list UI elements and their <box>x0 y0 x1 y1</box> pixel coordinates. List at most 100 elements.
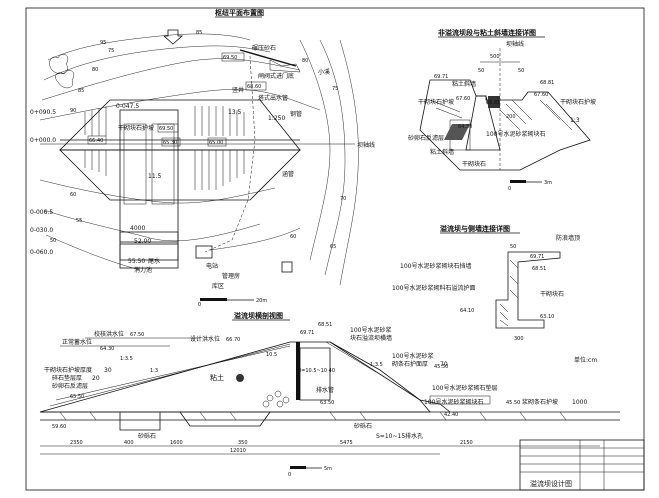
contour-label: 80 <box>92 67 98 73</box>
plan-scale-bar: 0 20m <box>198 298 267 308</box>
ratio-label: 1:3 <box>570 117 580 124</box>
ratio-label: 1:3 <box>150 368 158 374</box>
tree-icon <box>49 54 75 89</box>
contour-line <box>209 227 301 251</box>
plan-label: 管理房 <box>222 272 240 280</box>
section-label: 10.5 <box>266 352 277 358</box>
section-label: 正常蓄水位 <box>62 338 92 346</box>
spillway-left-chamber <box>123 123 147 205</box>
elevation-label: 69.50 <box>223 55 237 61</box>
plan-label: 电站 <box>206 262 218 270</box>
elevation-label: 66.81 <box>486 100 500 106</box>
elevation-label: 67.60 <box>534 92 548 98</box>
dimension-label: 500 <box>490 54 500 60</box>
section-label: S=10~15排水孔 <box>376 432 423 440</box>
apron <box>119 243 179 269</box>
detail-label: 干砌块石 <box>540 290 564 298</box>
svg-text:0: 0 <box>288 472 291 478</box>
contour-label: 60 <box>290 234 296 240</box>
dimension-label: 12010 <box>230 448 246 454</box>
detail-scale-bar: 0 3m <box>508 180 552 192</box>
contour-line <box>319 39 346 276</box>
dimension-label: 1600 <box>170 440 183 446</box>
dimension-label: 50 <box>518 68 524 74</box>
spillway-label: 干砌块石护坡 <box>118 124 154 132</box>
elevation-label: 68.60 <box>247 84 261 90</box>
contour-line <box>41 58 301 101</box>
powerhouse <box>195 245 213 259</box>
section-label: 排水管 <box>316 386 334 394</box>
access-bridge <box>239 49 297 67</box>
detail-label: 砂卵石反滤层 <box>408 134 444 142</box>
section-title: 溢流坝横剖视图 <box>234 311 283 320</box>
sheet-border <box>25 7 645 491</box>
dimension-label: 13.5 <box>228 109 242 116</box>
axis-label: 坝轴线 <box>357 141 375 149</box>
ratio-label: 1:3.5 <box>370 362 383 368</box>
detail-label: 粘土斜墙 <box>430 148 454 156</box>
culvert-pipe <box>204 55 256 253</box>
detail-spillway-sidewall: 溢流坝与侧墙连接详图 50 防浪墙顶 69.71 68.51 100号水泥砂浆砌… <box>392 224 580 342</box>
detail-section-outline <box>419 79 591 171</box>
section-label: 100号水泥砂浆 <box>392 352 433 360</box>
section-label: 砂砾石 <box>354 422 372 430</box>
contour-label: 95 <box>100 40 106 46</box>
section-label: 块石溢流坝横墙 <box>350 334 392 342</box>
dimension-label: 2150 <box>460 440 473 446</box>
detail-label: 100号水泥砂浆砌块石挡墙 <box>400 262 471 270</box>
detail-label: 100号水泥砂浆砌块石 <box>486 130 545 138</box>
detail-label: 粘土斜墙 <box>452 80 476 88</box>
contour-label: 85 <box>196 30 202 36</box>
sidewall-outline <box>495 251 561 329</box>
plan-title: 枢纽平面布置图 <box>215 8 264 17</box>
dimension-label: 400 <box>124 440 134 446</box>
elevation-label: 69.71 <box>300 330 314 336</box>
coord-label: 0+000.0 <box>30 137 56 144</box>
section-label: 干砌块石护坡厚度 <box>44 366 92 374</box>
elevation-label: 45.50 <box>434 364 448 370</box>
dimension-label: 5475 <box>340 440 353 446</box>
section-label: 砂卵石反滤层 <box>52 382 88 390</box>
spillway-cross-section: 溢流坝横剖视图 校核洪水位 67.50 设计洪水位 66.70 正常蓄水位 64… <box>39 311 620 478</box>
coord-label: 0+090.5 <box>30 109 56 116</box>
management-house <box>281 261 293 273</box>
contour-label: 65 <box>330 244 336 250</box>
elevation-label: 65.30 <box>163 140 177 146</box>
section-label: 100号水泥砂浆 <box>350 326 391 334</box>
elevation-label: 4000 <box>130 225 145 232</box>
slope-hatching <box>84 106 245 190</box>
elevation-label: 63.10 <box>540 314 554 320</box>
elevation-label: 69.50 <box>159 126 173 132</box>
svg-text:5m: 5m <box>324 466 332 472</box>
contour-line <box>299 39 331 261</box>
apron-block <box>429 395 491 405</box>
svg-text:0: 0 <box>198 302 201 308</box>
contour-label: 55 <box>76 218 82 224</box>
coord-label: 0-030.0 <box>30 227 53 234</box>
elevation-label: 59.60 <box>52 424 66 430</box>
contour-label: 80 <box>302 58 308 64</box>
downstream-label: 消力池 <box>134 266 152 274</box>
plan-label: 涵管 <box>282 170 294 178</box>
plan-label: 碾压砂石 <box>252 44 276 52</box>
section-label: 浆砌条石护坡 <box>522 398 558 406</box>
elevation-label: 42.40 <box>444 412 458 418</box>
detail-label: 防浪墙顶 <box>556 234 580 242</box>
dimension-label: 2350 <box>70 440 83 446</box>
intake-structure <box>269 59 301 73</box>
svg-text:3m: 3m <box>544 180 552 186</box>
contour-line <box>43 45 271 81</box>
section-label: 1000 <box>572 399 587 406</box>
detail-label: 干砌块石护坡 <box>418 98 454 106</box>
elevation-label: 66.70 <box>226 337 240 343</box>
ratio-label: 1:3.5 <box>120 356 133 362</box>
contour-label: 50 <box>50 238 56 244</box>
elevation-label: 64.30 <box>458 124 472 130</box>
dimension-label: 50 <box>478 68 484 74</box>
section-scale-bar: 0 5m <box>288 466 332 478</box>
contour-line <box>43 209 261 242</box>
svg-text:20m: 20m <box>256 298 267 304</box>
elevation-label: 11.5 <box>148 173 162 180</box>
svg-text:0: 0 <box>508 186 511 192</box>
